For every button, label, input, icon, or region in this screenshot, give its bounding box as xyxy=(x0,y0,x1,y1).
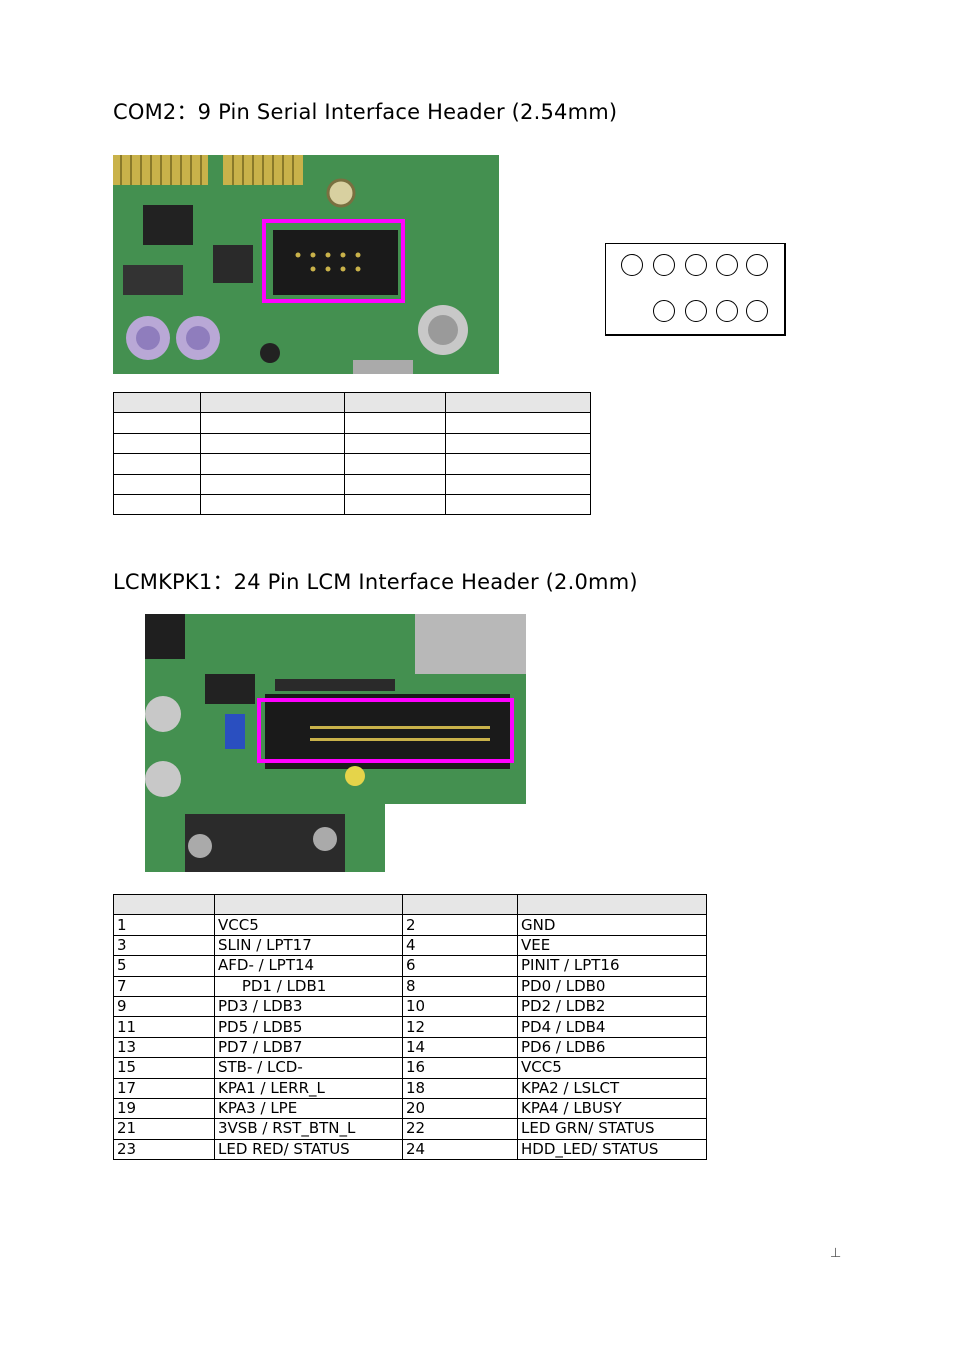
lcmkpk1-board-image xyxy=(145,614,526,872)
com2-pin-diagram xyxy=(605,243,786,336)
com2-heading: COM2：9 Pin Serial Interface Header (2.54… xyxy=(113,100,618,124)
com2-board-image xyxy=(113,155,499,374)
page-mark: ⊥ xyxy=(830,1246,842,1261)
pin-circle xyxy=(746,254,768,276)
lcmkpk1-heading: LCMKPK1：24 Pin LCM Interface Header (2.0… xyxy=(113,570,638,594)
pin-circle xyxy=(653,254,675,276)
lcmkpk1-board-photo xyxy=(145,614,526,872)
pin-circle xyxy=(716,300,738,322)
pin-circle xyxy=(685,254,707,276)
pin-circle xyxy=(746,300,768,322)
com2-pin-table xyxy=(113,391,591,516)
table-header-row xyxy=(113,893,707,916)
table-row xyxy=(113,412,591,434)
table-header-row xyxy=(113,391,591,414)
pin-circle xyxy=(653,300,675,322)
table-row xyxy=(113,493,591,516)
pin-circle xyxy=(685,300,707,322)
pin-circle xyxy=(716,254,738,276)
pin-circle xyxy=(621,254,643,276)
table-row xyxy=(113,473,591,495)
com2-board-photo xyxy=(113,155,499,374)
table-row xyxy=(113,432,591,455)
table-row xyxy=(113,453,591,475)
